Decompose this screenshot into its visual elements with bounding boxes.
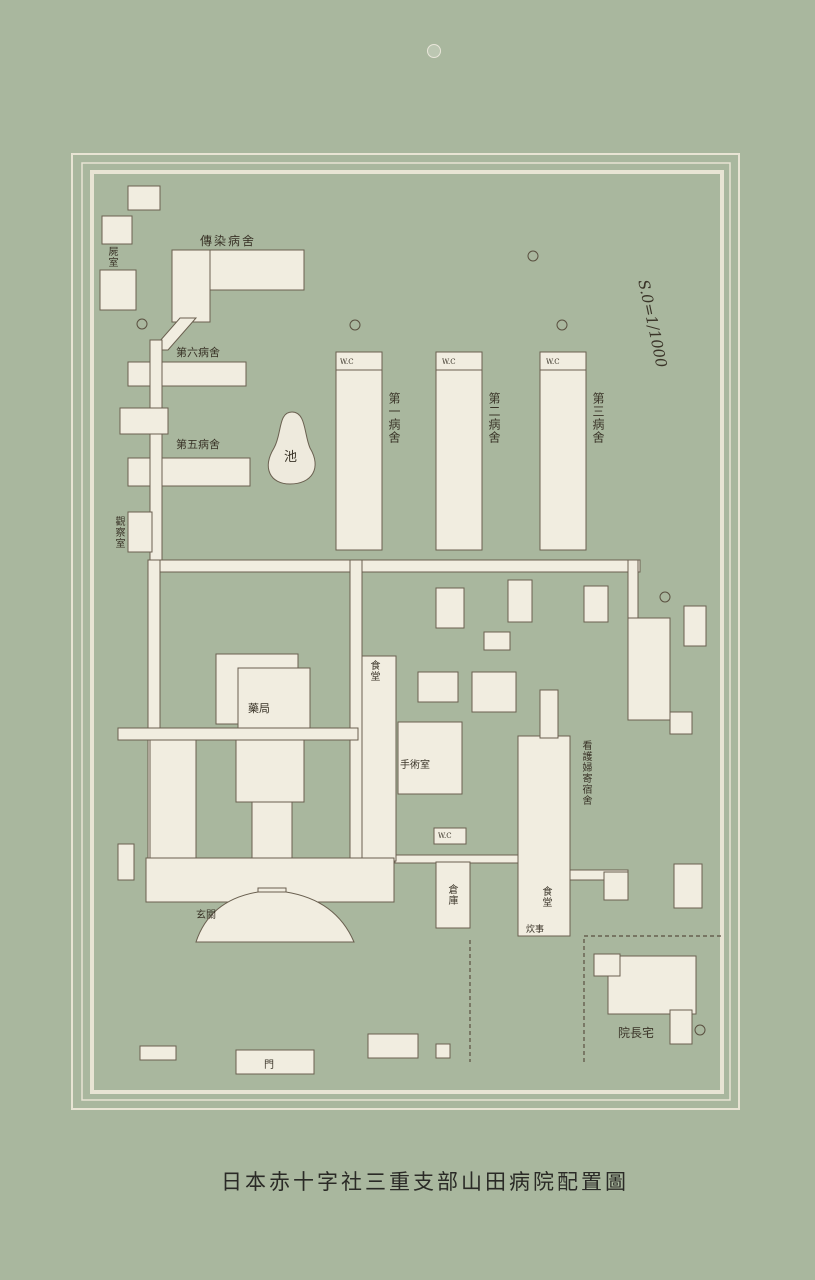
surgery-building [397, 721, 463, 795]
entrance-label: 玄關 [196, 910, 216, 921]
well-6-icon [694, 1024, 706, 1036]
outer-border [71, 153, 740, 1110]
house-a [127, 185, 161, 211]
ward-6-building [127, 361, 247, 387]
well-4-icon [527, 250, 539, 262]
ward-1-label: 第一病舍 [387, 392, 401, 444]
wc-label-4: W.C [438, 832, 452, 840]
ward-3-wc [539, 351, 587, 371]
wc-label-2: W.C [442, 358, 456, 366]
guard-house [367, 1033, 419, 1059]
kitchen-label: 炊事 [526, 925, 545, 935]
well-1-icon [349, 319, 361, 331]
pond-label: 池 [284, 450, 298, 465]
ward-3-building [539, 351, 587, 551]
ward-3-label: 第三病舍 [591, 392, 605, 444]
ward-5-label: 第五病舍 [176, 438, 220, 451]
isolation-link [150, 317, 198, 351]
central-hall [251, 801, 293, 861]
wc-label-3: W.C [546, 358, 560, 366]
residence-rear [669, 1009, 693, 1045]
drug-label: 藥局 [248, 702, 270, 715]
well-3-icon [136, 318, 148, 330]
dining-label-1: 食堂 [368, 660, 379, 682]
surgery-label: 手術室 [400, 760, 430, 771]
isolation-ward-wing [171, 249, 211, 323]
storehouse-building [435, 861, 471, 929]
dormitory-link [539, 689, 559, 739]
wc-building [433, 827, 467, 845]
morgue-label: 屍室 [106, 246, 117, 268]
director-residence [607, 955, 697, 1015]
small-shed [483, 631, 511, 651]
gate-label: 門 [264, 1060, 274, 1071]
small-shed-east [669, 711, 693, 735]
dining-hall-building [361, 655, 397, 862]
buildings [99, 185, 707, 1075]
observation-building [127, 511, 153, 553]
wells [136, 250, 706, 1036]
small-shed-south [139, 1045, 177, 1061]
annex-room [603, 871, 629, 901]
gatehouse-west [117, 843, 135, 881]
clinic-building [119, 407, 169, 435]
south-gate-building [235, 1049, 315, 1075]
storehouse-label: 倉庫 [446, 884, 457, 906]
admin-block-south [235, 739, 305, 803]
red-cross-emblem-icon [427, 44, 441, 58]
bath-building [435, 587, 465, 629]
lab-building [417, 671, 459, 703]
residence-annex [593, 953, 621, 977]
wc-label-1: W.C [340, 358, 354, 366]
corridor-north-west [149, 339, 163, 561]
isolation-ward-label: 傳染病舍 [200, 234, 257, 248]
nurses-dormitory [517, 735, 571, 937]
boiler-building [583, 585, 609, 623]
house-b [101, 215, 133, 245]
well-south [435, 1043, 451, 1059]
corridor-mid [117, 727, 359, 741]
storage-shed [683, 605, 707, 647]
west-wing [149, 739, 197, 861]
ward-1-building [335, 351, 383, 551]
ward-1-wc [335, 351, 383, 371]
pond-shape [268, 411, 316, 485]
front-carriage-drive [195, 891, 355, 943]
nurses-dormitory-label: 看護婦寄宿舍 [580, 740, 591, 806]
residence-label: 院長宅 [618, 1026, 655, 1040]
well-5-icon [659, 591, 671, 603]
ward-2-building [435, 351, 483, 551]
ward-5-building [127, 457, 251, 487]
ward-2-wc [435, 351, 483, 371]
residence-fence [583, 935, 722, 1062]
east-storehouse [673, 863, 703, 909]
site-boundary-wall [90, 170, 724, 1094]
dining-label-2: 食堂 [540, 886, 551, 908]
corridor-central [349, 559, 363, 861]
observation-label: 觀察室 [113, 516, 124, 549]
laundry-building [507, 579, 533, 623]
ward-2-label: 第二病舍 [487, 392, 501, 444]
map-caption: 日本赤十字社三重支部山田病院配置圖 [221, 1170, 629, 1194]
morgue-building [99, 269, 137, 311]
east-annex [627, 617, 671, 721]
ward-6-label: 第六病舍 [176, 346, 220, 359]
corridor-north [149, 559, 641, 573]
well-2-icon [556, 319, 568, 331]
machine-room [471, 671, 517, 713]
admin-office [237, 667, 311, 729]
inner-border [81, 162, 731, 1101]
